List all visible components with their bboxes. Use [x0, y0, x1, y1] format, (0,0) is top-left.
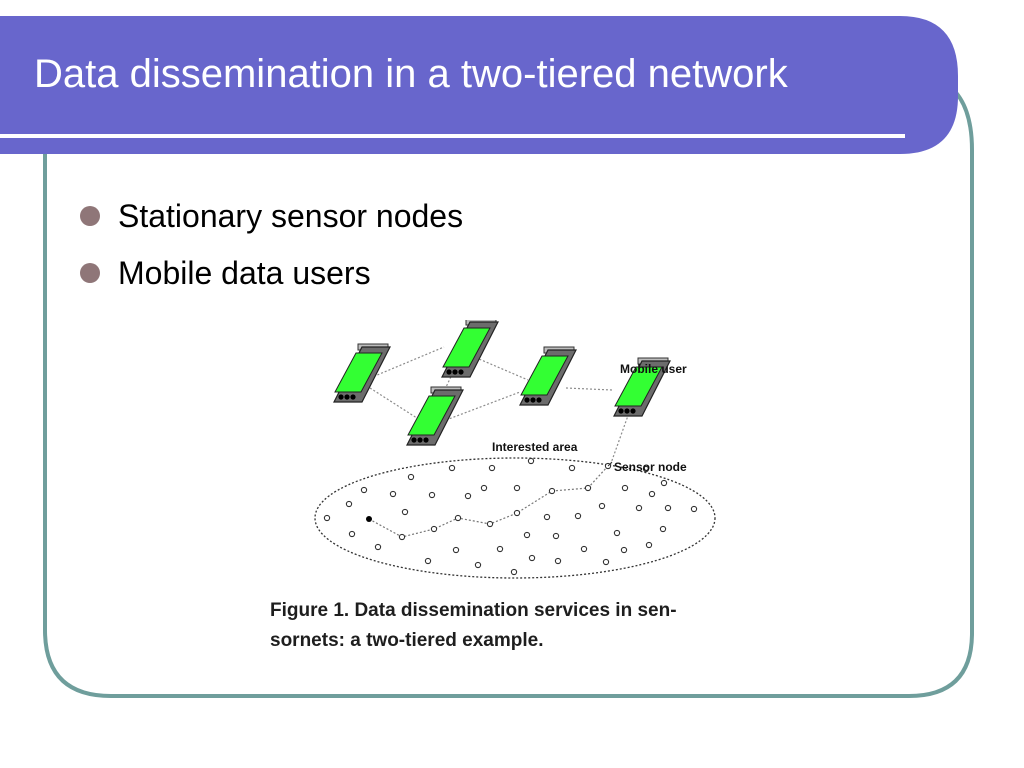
sensor-node-pointer — [607, 461, 613, 467]
mobile-device-icon — [406, 386, 464, 446]
network-figure: Mobile user Interested area Sensor node — [314, 320, 716, 579]
caption-line-2: sornets: a two-tiered example. — [270, 630, 544, 651]
title-band — [0, 16, 958, 154]
bullet-text: Mobile data users — [118, 255, 371, 291]
label-mobile-user: Mobile user — [620, 362, 687, 376]
bullet-item-data-users: Mobile data users — [80, 245, 463, 302]
label-interested-area: Interested area — [492, 440, 578, 454]
source-sensor-node — [366, 516, 372, 522]
label-sensor-node: Sensor node — [614, 460, 687, 474]
bullet-item-sensor-nodes: Stationary sensor nodes — [80, 188, 463, 245]
interested-area-boundary — [314, 457, 716, 579]
mobile-device-icon — [519, 346, 577, 406]
bullet-dot-icon — [80, 263, 100, 283]
figure-caption: Figure 1. Data dissemination services in… — [270, 596, 677, 656]
slide-title: Data dissemination in a two-tiered netwo… — [34, 52, 788, 96]
mobile-device-icon — [441, 320, 499, 378]
device-links — [369, 346, 631, 467]
bullet-dot-icon — [80, 206, 100, 226]
content-frame — [43, 78, 974, 698]
bullet-text: Stationary sensor nodes — [118, 198, 464, 234]
bullet-list: Stationary sensor nodes Mobile data user… — [80, 188, 463, 302]
caption-line-1: Figure 1. Data dissemination services in… — [270, 600, 677, 621]
sensor-nodes — [323, 457, 698, 576]
